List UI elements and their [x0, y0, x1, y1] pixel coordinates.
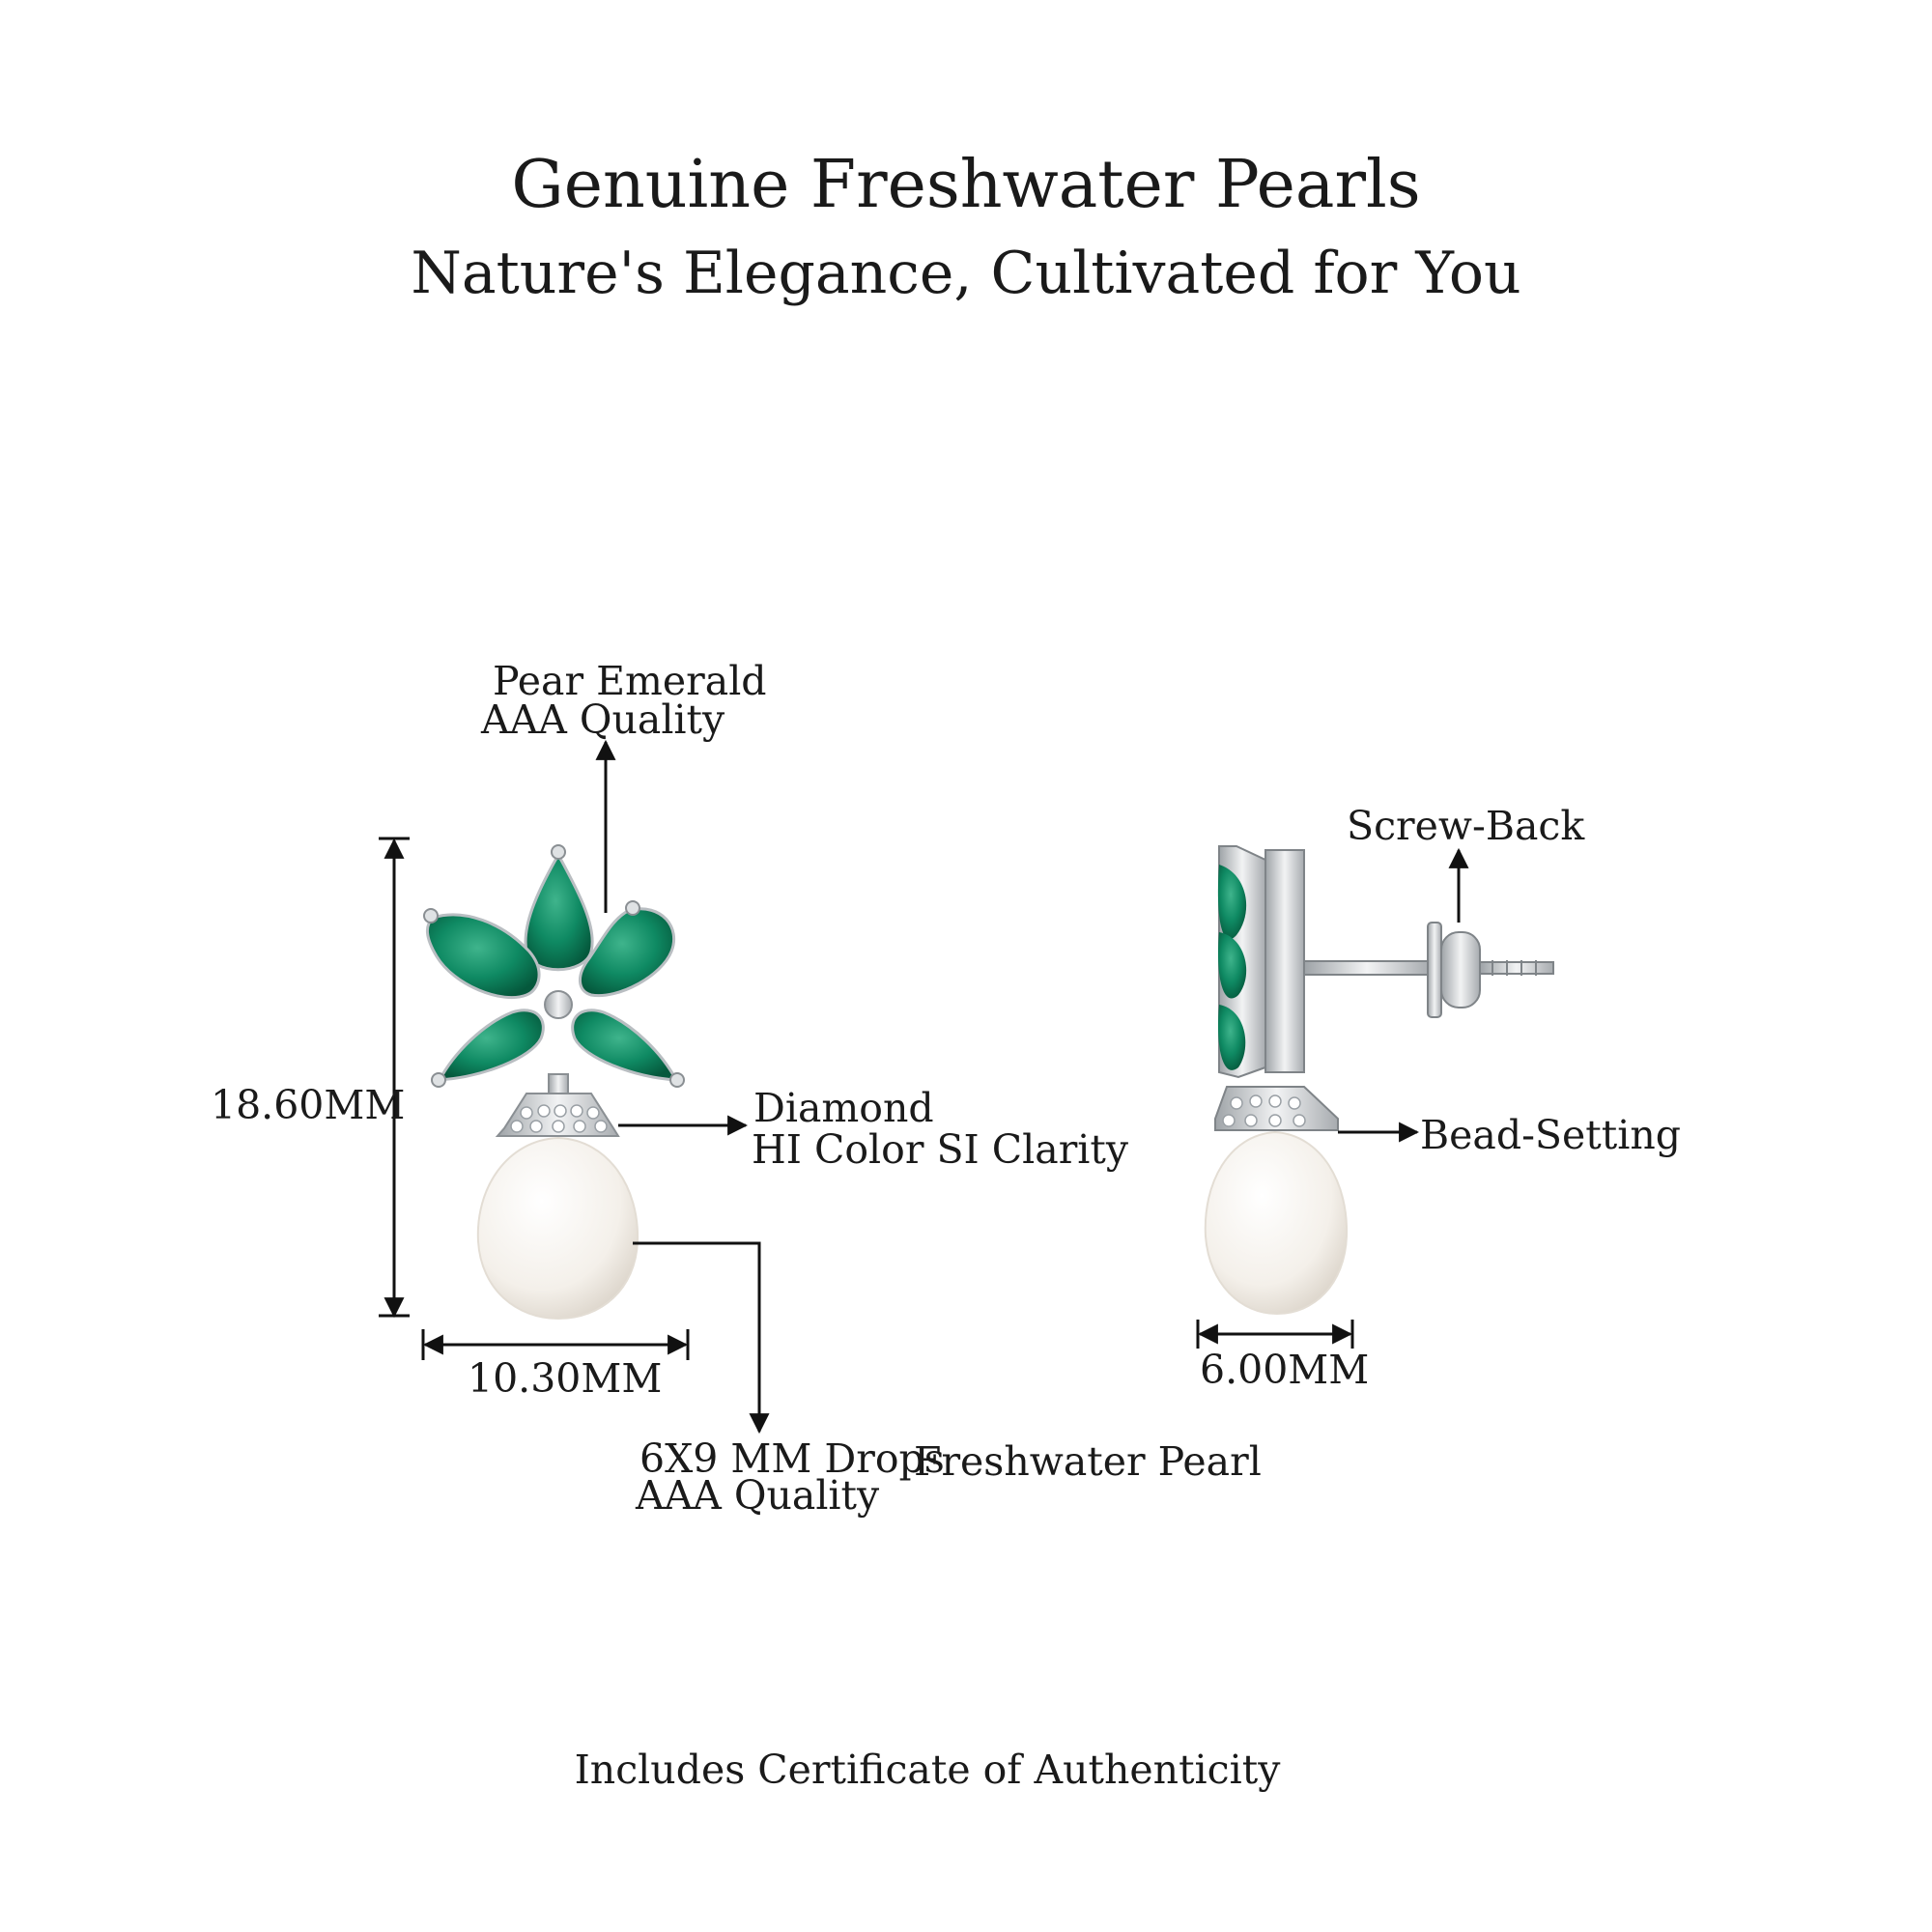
- width-dimension-label: 10.30MM: [468, 1355, 663, 1402]
- diamond-label: Diamond: [753, 1085, 934, 1131]
- emerald-side: [1217, 1005, 1246, 1070]
- emerald-quality-label: AAA Quality: [481, 696, 725, 743]
- emerald-petal: [524, 851, 594, 972]
- emerald-label: Pear Emerald: [493, 658, 767, 704]
- screw-back-nut: [1427, 922, 1442, 1018]
- screw-back-label: Screw-Back: [1347, 803, 1585, 849]
- page-subtitle: Nature's Elegance, Cultivated for You: [411, 240, 1521, 307]
- screw-thread: [1492, 960, 1537, 976]
- center-setting: [544, 990, 573, 1019]
- emerald-petal: [426, 913, 541, 1000]
- pearl-size-label: 6X9 MM Drops: [639, 1435, 945, 1482]
- emerald-petal: [571, 1009, 679, 1082]
- height-dimension-label: 18.60MM: [211, 1082, 406, 1128]
- diamond-stones: [510, 1104, 608, 1133]
- emerald-side: [1217, 932, 1247, 999]
- front-earring: [423, 844, 685, 1321]
- pearl-type-label: Freshwater Pearl: [914, 1438, 1262, 1485]
- pearl-side: [1204, 1130, 1349, 1316]
- pearl-width-dimension-label: 6.00MM: [1200, 1347, 1370, 1393]
- page-title: Genuine Freshwater Pearls: [511, 147, 1421, 223]
- prongs: [423, 844, 685, 1088]
- emerald-petal: [579, 907, 676, 998]
- emerald-petal: [437, 1009, 545, 1082]
- emerald-side: [1217, 865, 1247, 940]
- certificate-note: Includes Certificate of Authenticity: [574, 1747, 1281, 1793]
- callout-lines: [379, 739, 1469, 1435]
- emerald-petals: [426, 851, 679, 1082]
- pearl-quality-label: AAA Quality: [636, 1472, 880, 1519]
- pearl: [476, 1136, 639, 1321]
- side-earring: [1204, 845, 1554, 1316]
- bead-setting-label: Bead-Setting: [1420, 1112, 1682, 1158]
- diamond-quality-label: HI Color SI Clarity: [752, 1126, 1129, 1173]
